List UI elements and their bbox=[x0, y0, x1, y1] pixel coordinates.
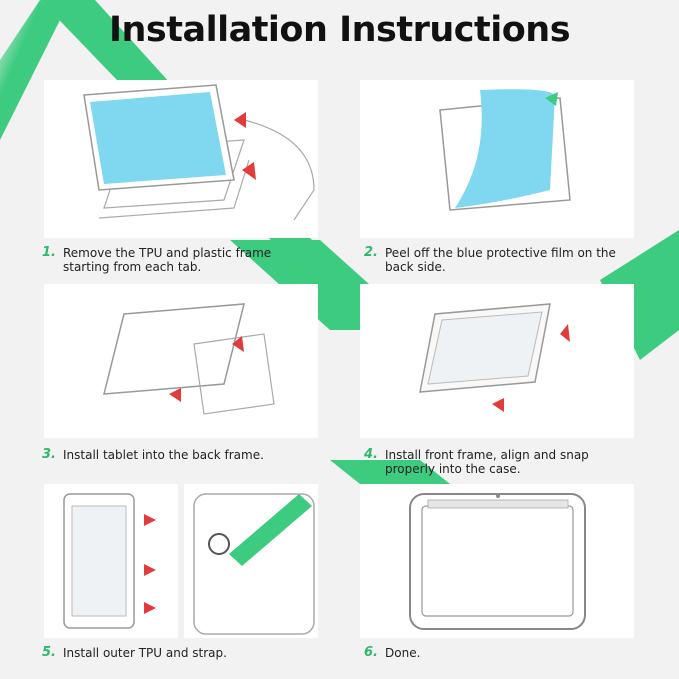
step-text-line-2: back side. bbox=[385, 260, 446, 274]
step-5-illustration bbox=[44, 484, 318, 638]
step-number: 6. bbox=[364, 645, 378, 660]
step-1-illustration bbox=[44, 80, 318, 238]
step-number: 4. bbox=[364, 447, 378, 462]
step-text-line-1: Install outer TPU and strap. bbox=[63, 646, 227, 660]
step-text-line-1: Remove the TPU and plastic frame bbox=[63, 246, 272, 260]
step-3-illustration bbox=[44, 284, 318, 438]
step-text-line-1: Done. bbox=[385, 646, 421, 660]
step-text-line-2: properly into the case. bbox=[385, 462, 521, 476]
step-text-line-1: Peel off the blue protective film on the bbox=[385, 246, 616, 260]
step-number: 2. bbox=[364, 245, 378, 260]
step-number: 3. bbox=[42, 447, 56, 462]
step-number: 1. bbox=[42, 245, 56, 260]
page-title: Installation Instructions bbox=[108, 10, 571, 50]
step-text-line-1: Install tablet into the back frame. bbox=[63, 448, 264, 462]
step-text-line-2: starting from each tab. bbox=[63, 260, 202, 274]
step-4-illustration bbox=[360, 284, 634, 438]
step-2-illustration bbox=[360, 80, 634, 238]
step-number: 5. bbox=[42, 645, 56, 660]
step-text-line-1: Install front frame, align and snap bbox=[385, 448, 589, 462]
step-6-illustration bbox=[360, 484, 634, 638]
